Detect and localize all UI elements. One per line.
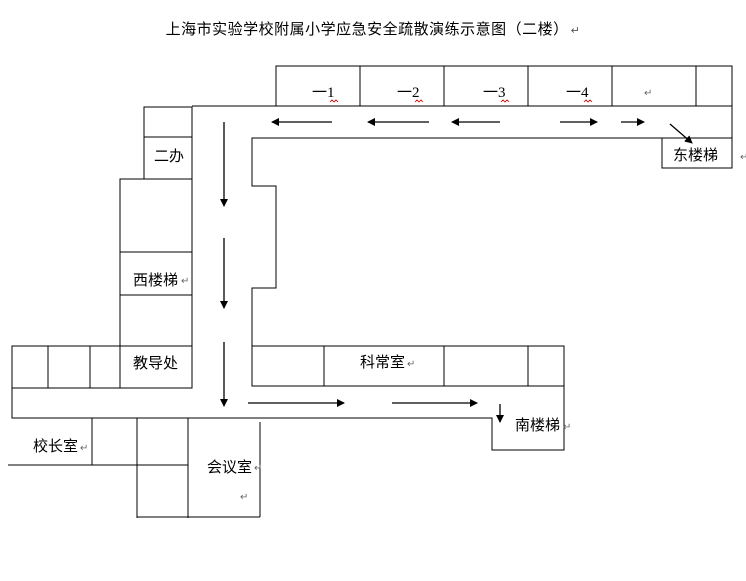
east-stairs-block — [661, 138, 733, 169]
return-mark: ↵ — [407, 359, 415, 370]
return-mark: ↵ — [240, 492, 248, 503]
west-stairs-label: 西楼梯 — [133, 271, 178, 289]
arrow-east-stairs — [669, 123, 693, 144]
south-stairs-label: 南楼梯 — [515, 416, 560, 434]
principal-office-label: 校长室 — [33, 437, 78, 455]
south-rooms — [251, 345, 565, 387]
evacuation-arrows — [220, 118, 693, 423]
spellcheck-marks — [329, 99, 593, 103]
return-mark: ↵ — [644, 88, 652, 99]
east-stairs-label: 东楼梯 — [673, 146, 718, 164]
return-mark: ↵ — [254, 463, 262, 474]
class-1-label: 一1 — [312, 85, 335, 101]
room-labels: 一1 一2 一3 一4 ↵ 东楼梯 ↵ 二办 西楼梯 ↵ 教导处 科常室 ↵ 南… — [33, 85, 746, 503]
return-mark: ↵ — [80, 443, 88, 454]
science-room-label: 科常室 — [360, 353, 405, 371]
class-2-label: 一2 — [397, 85, 420, 101]
return-mark: ↵ — [740, 152, 746, 163]
diagram-title: 上海市实验学校附属小学应急安全疏散演练示意图（二楼）↵ — [165, 20, 581, 38]
return-mark: ↵ — [181, 276, 189, 287]
office-2-label: 二办 — [154, 147, 184, 165]
return-mark: ↵ — [563, 422, 571, 433]
bottom-rooms — [8, 418, 261, 518]
academic-office-label: 教导处 — [133, 354, 178, 372]
class-3-label: 一3 — [483, 85, 506, 101]
west-rooms — [11, 106, 193, 389]
meeting-room-label: 会议室 — [207, 458, 252, 476]
class-4-label: 一4 — [566, 85, 589, 101]
